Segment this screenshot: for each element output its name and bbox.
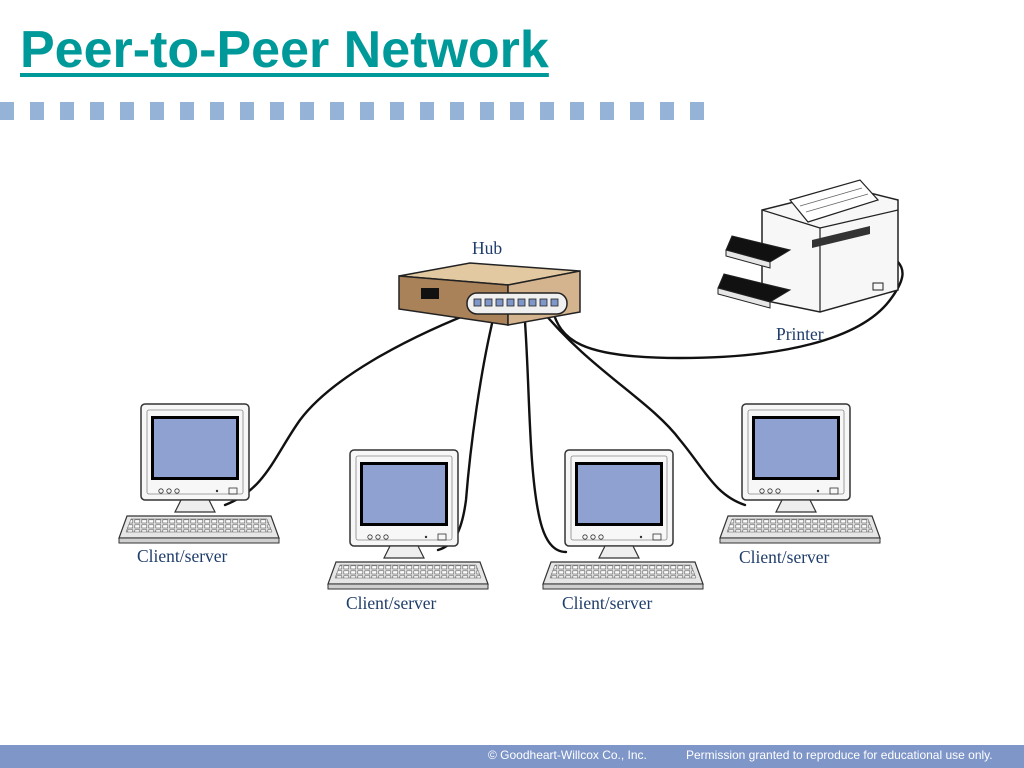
title-divider: [0, 102, 720, 120]
hub-label: Hub: [472, 238, 502, 258]
client-label-3: Client/server: [562, 593, 653, 613]
footer-copyright: © Goodheart-Willcox Co., Inc.: [488, 748, 647, 762]
computer-icon: [327, 449, 489, 590]
hub-icon: [398, 262, 581, 326]
computer-icon: [118, 403, 280, 544]
slide-title: Peer-to-Peer Network: [20, 21, 549, 79]
computer-icon: [542, 449, 704, 590]
printer-icon: [717, 179, 899, 313]
computer-icon: [719, 403, 881, 544]
client-label-4: Client/server: [739, 547, 830, 567]
footer-bar: © Goodheart-Willcox Co., Inc. Permission…: [0, 745, 1024, 768]
client-label-2: Client/server: [346, 593, 437, 613]
client-label-1: Client/server: [137, 546, 228, 566]
printer-label: Printer: [776, 324, 824, 344]
footer-permission: Permission granted to reproduce for educ…: [686, 748, 993, 762]
